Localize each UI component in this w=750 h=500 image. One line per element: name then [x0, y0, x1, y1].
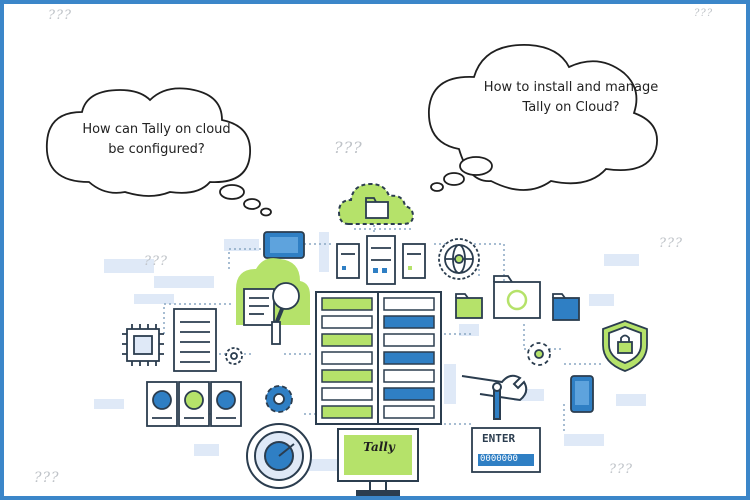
- connection-lines: [163, 204, 604, 494]
- question-marks: ???: [334, 138, 363, 157]
- left-bubble-line1: How can Tally on cloud: [82, 122, 231, 137]
- right-thought-bubble: [428, 44, 658, 192]
- enter-key-label: ENTER: [482, 432, 516, 445]
- right-bubble-line1: How to install and manage: [483, 80, 659, 95]
- tablet-icon: [263, 231, 305, 259]
- keyboard-code: 0000000: [480, 454, 518, 464]
- question-marks: ???: [34, 470, 60, 486]
- gear-icon: [225, 342, 551, 413]
- cloud-folder-icon: [337, 182, 415, 225]
- tools-icon: [461, 374, 528, 420]
- server-box-icon: [173, 308, 217, 372]
- hard-drives-icon: [146, 381, 242, 427]
- gauge-icon: [246, 423, 312, 489]
- shield-lock-icon: [602, 320, 648, 372]
- phone-icon: [570, 375, 594, 413]
- left-thought-bubble: [46, 87, 272, 217]
- question-marks: ???: [659, 236, 683, 251]
- cloud-infrastructure-illustration: [46, 44, 658, 496]
- tally-logo-text: Tally: [363, 440, 395, 454]
- left-bubble-line2: be configured?: [108, 142, 205, 157]
- question-marks: ???: [144, 254, 168, 269]
- right-bubble-text: How to install and manage Tally on Cloud…: [466, 78, 676, 118]
- processor-chip-icon: [122, 324, 164, 366]
- question-marks: ???: [609, 462, 633, 477]
- question-marks: ???: [694, 8, 714, 19]
- globe-icon: [438, 238, 480, 280]
- left-bubble-text: How can Tally on cloud be configured?: [74, 120, 239, 160]
- keyboard-icon: [471, 427, 541, 473]
- document-magnifier-icon: [236, 258, 310, 345]
- tally-monitor: [337, 428, 419, 496]
- folder-icons: [455, 275, 580, 321]
- small-servers: [336, 235, 426, 285]
- central-server-rack: [315, 291, 442, 425]
- question-marks: ???: [48, 8, 72, 23]
- right-bubble-line2: Tally on Cloud?: [522, 100, 620, 115]
